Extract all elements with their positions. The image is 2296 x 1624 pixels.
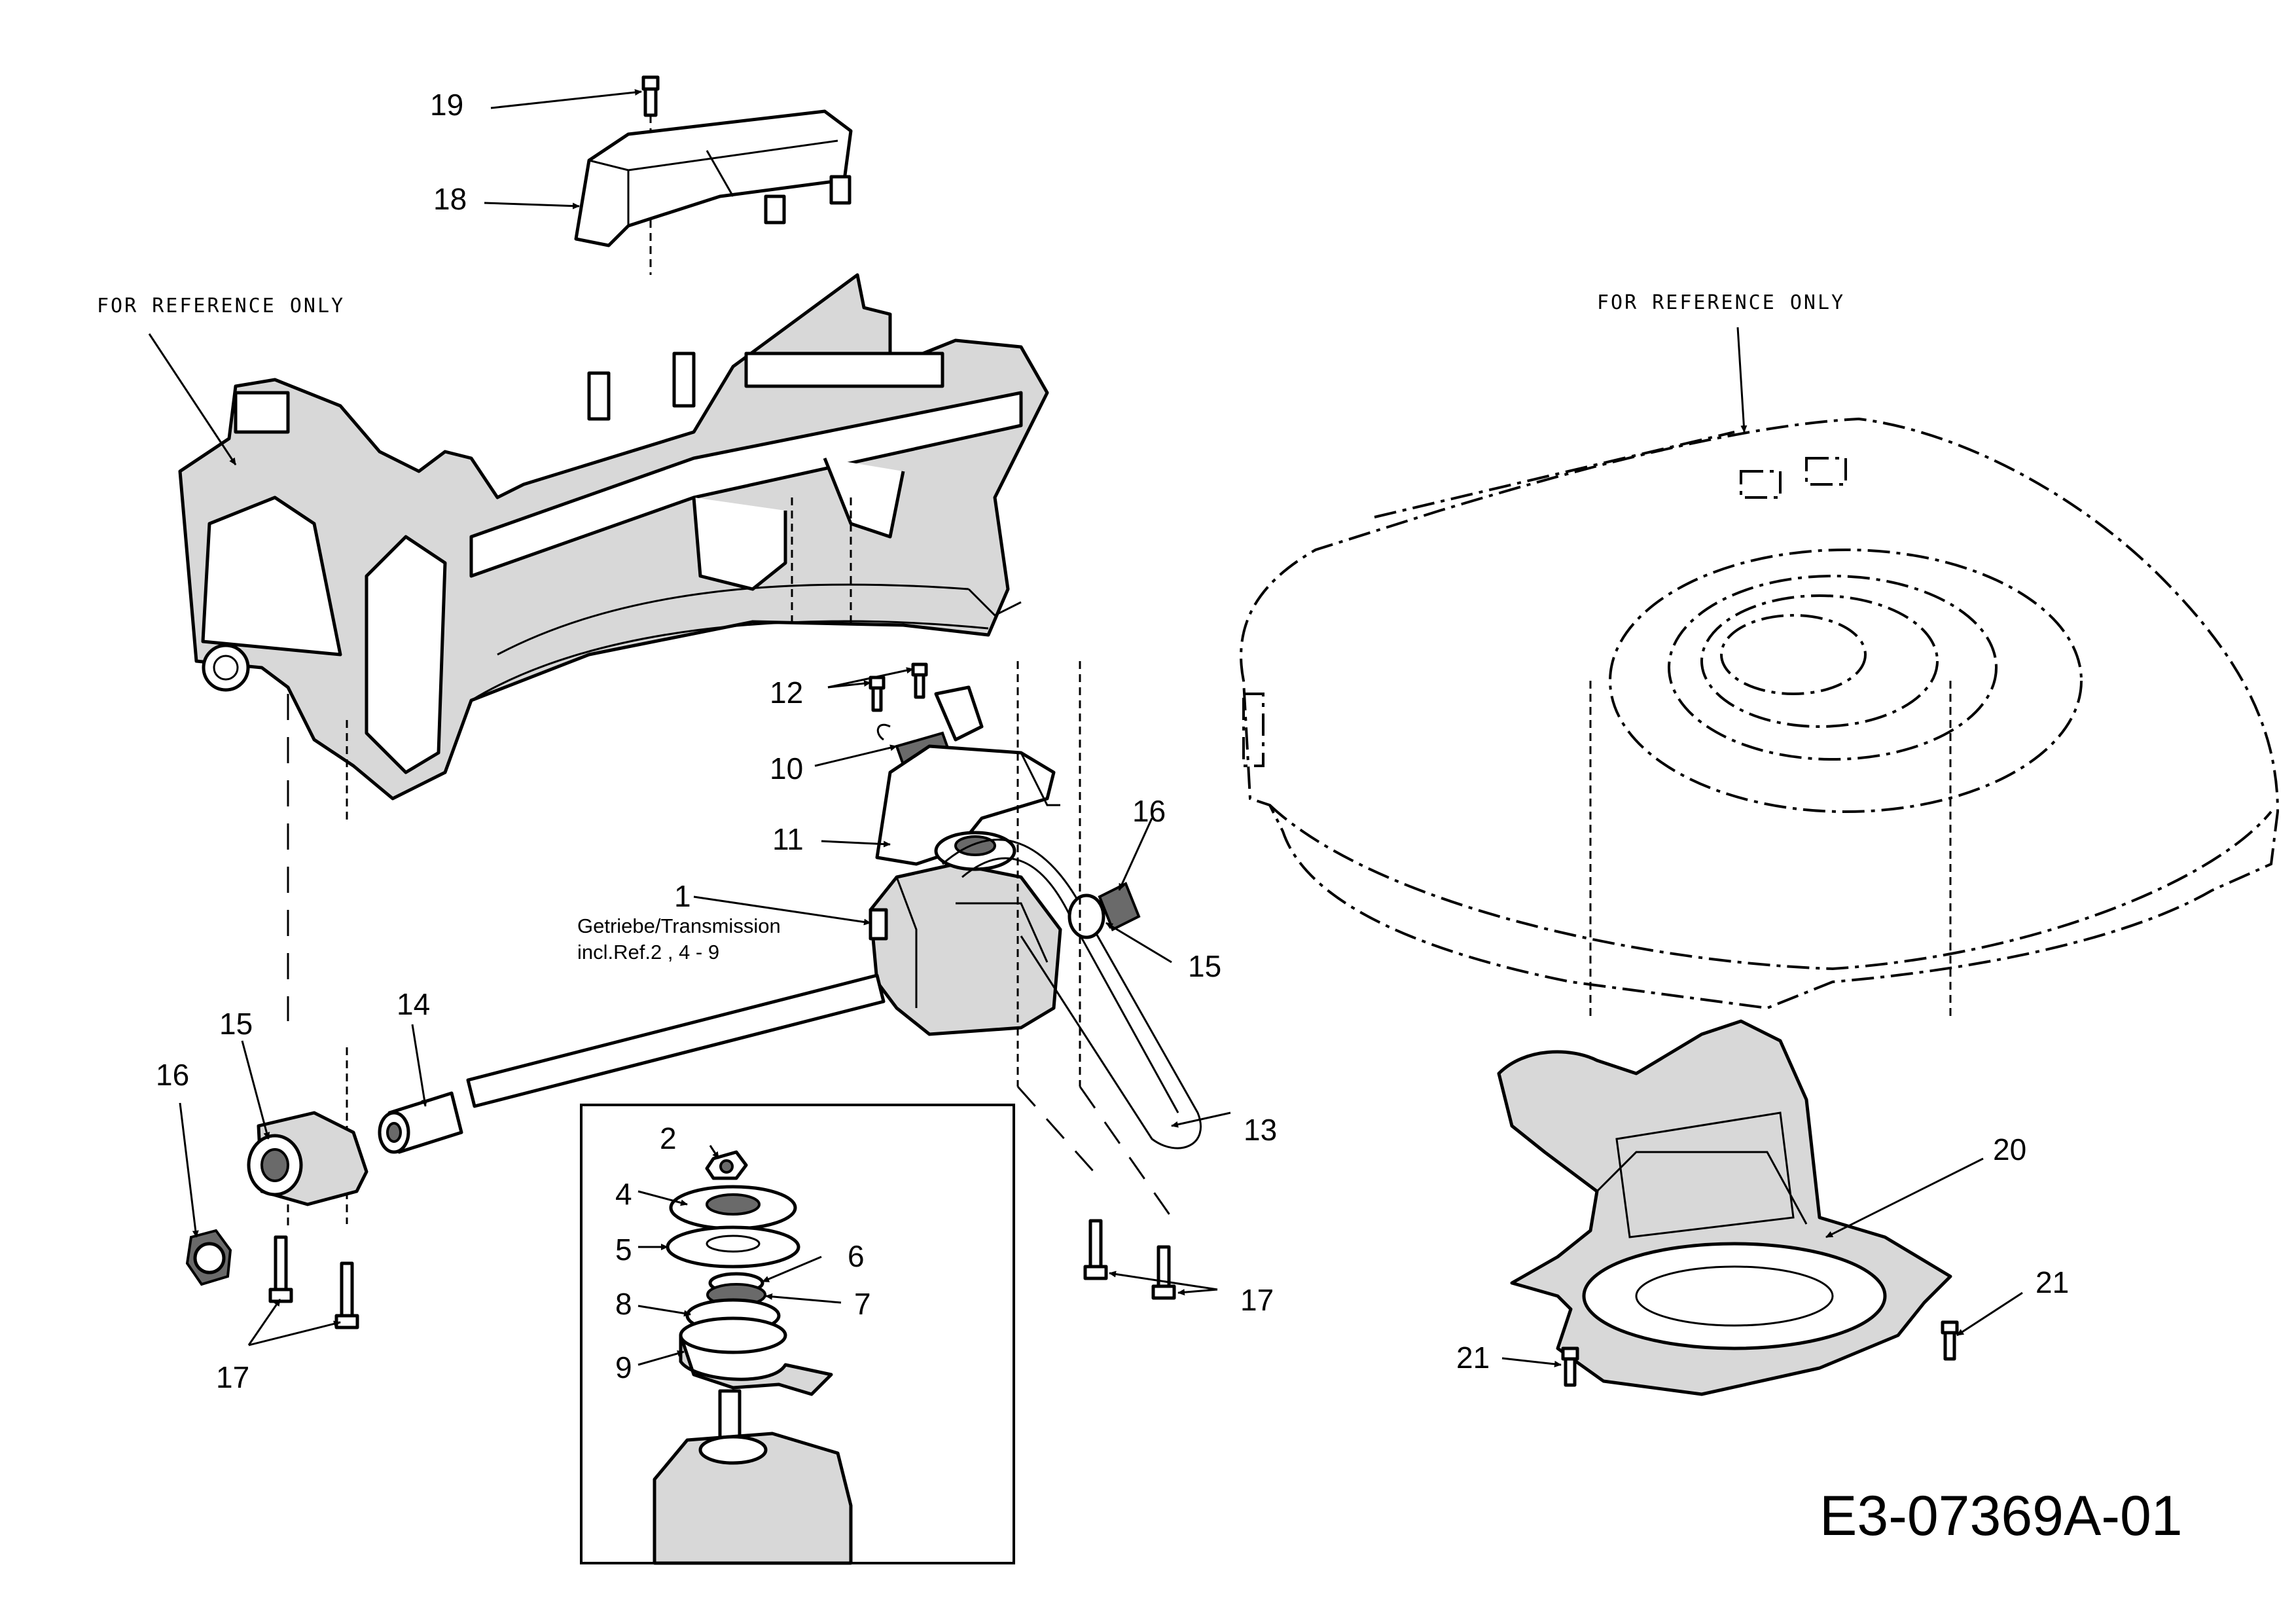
part-4-pulley-disc: [669, 1185, 797, 1231]
callout-15-left: 15: [219, 1007, 253, 1041]
part-2-nut: [705, 1150, 748, 1180]
part-15-bushing-right: [1067, 893, 1105, 939]
callout-10: 10: [770, 751, 803, 785]
callout-16-left: 16: [156, 1058, 189, 1092]
part-21-bolts: [1561, 1320, 1959, 1387]
callout-8: 8: [615, 1287, 632, 1321]
axis-trans-3: [1016, 1086, 1101, 1179]
callout-15-right: 15: [1188, 949, 1221, 983]
chassis-frame: [178, 273, 1049, 801]
callout-17-right: 17: [1240, 1283, 1274, 1317]
callout-5: 5: [615, 1233, 632, 1267]
diagram-id: E3-07369A-01: [1820, 1485, 2183, 1547]
callout-19: 19: [430, 88, 463, 122]
callout-20: 20: [1993, 1132, 2026, 1166]
part-15-bushing-left: [247, 1111, 368, 1206]
callout-11: 11: [772, 822, 804, 856]
leader-lines: [148, 89, 2023, 1367]
part-18-cover: [574, 109, 853, 247]
callout-18: 18: [433, 182, 467, 216]
part-9-clutch-plate: [679, 1316, 833, 1396]
part-19-screw: [641, 75, 660, 117]
callout-9: 9: [615, 1350, 632, 1384]
callout-21-left: 21: [1456, 1341, 1490, 1375]
callout-16-right: 16: [1132, 794, 1166, 828]
inset-gearbox: [653, 1389, 853, 1565]
reference-note-left: FOR REFERENCE ONLY: [97, 295, 345, 317]
callout-2: 2: [660, 1121, 677, 1155]
reference-note-right: FOR REFERENCE ONLY: [1597, 291, 1845, 314]
part-16-pinion-left: [185, 1229, 232, 1286]
part-17-bolts-left: [268, 1235, 359, 1329]
callout-1: 1: [674, 879, 691, 913]
callout-12: 12: [770, 676, 803, 710]
part-14-spacer: [378, 1091, 463, 1154]
part-20-housing: [1497, 1019, 1952, 1396]
callout-14: 14: [397, 987, 430, 1021]
part-17-bolts-right: [1083, 1219, 1176, 1300]
callout-6: 6: [848, 1239, 865, 1273]
part-16-pinion-right: [1098, 882, 1141, 931]
callout-4: 4: [615, 1177, 632, 1211]
callout-7: 7: [854, 1287, 871, 1321]
transmission-label-line1: Getriebe/Transmission: [577, 914, 781, 937]
part-1-transmission: [869, 831, 1062, 1036]
axis-trans-4: [1079, 1086, 1173, 1218]
part-11-bracket: [875, 685, 1060, 866]
callout-21-right: 21: [2036, 1265, 2069, 1299]
part-5-disc: [666, 1225, 800, 1269]
axle-shaft: [466, 973, 886, 1108]
callout-13: 13: [1244, 1113, 1277, 1147]
transmission-label-line2: incl.Ref.2 , 4 - 9: [577, 941, 719, 964]
callout-17-left: 17: [216, 1360, 249, 1394]
mower-deck: [1240, 417, 2280, 1010]
